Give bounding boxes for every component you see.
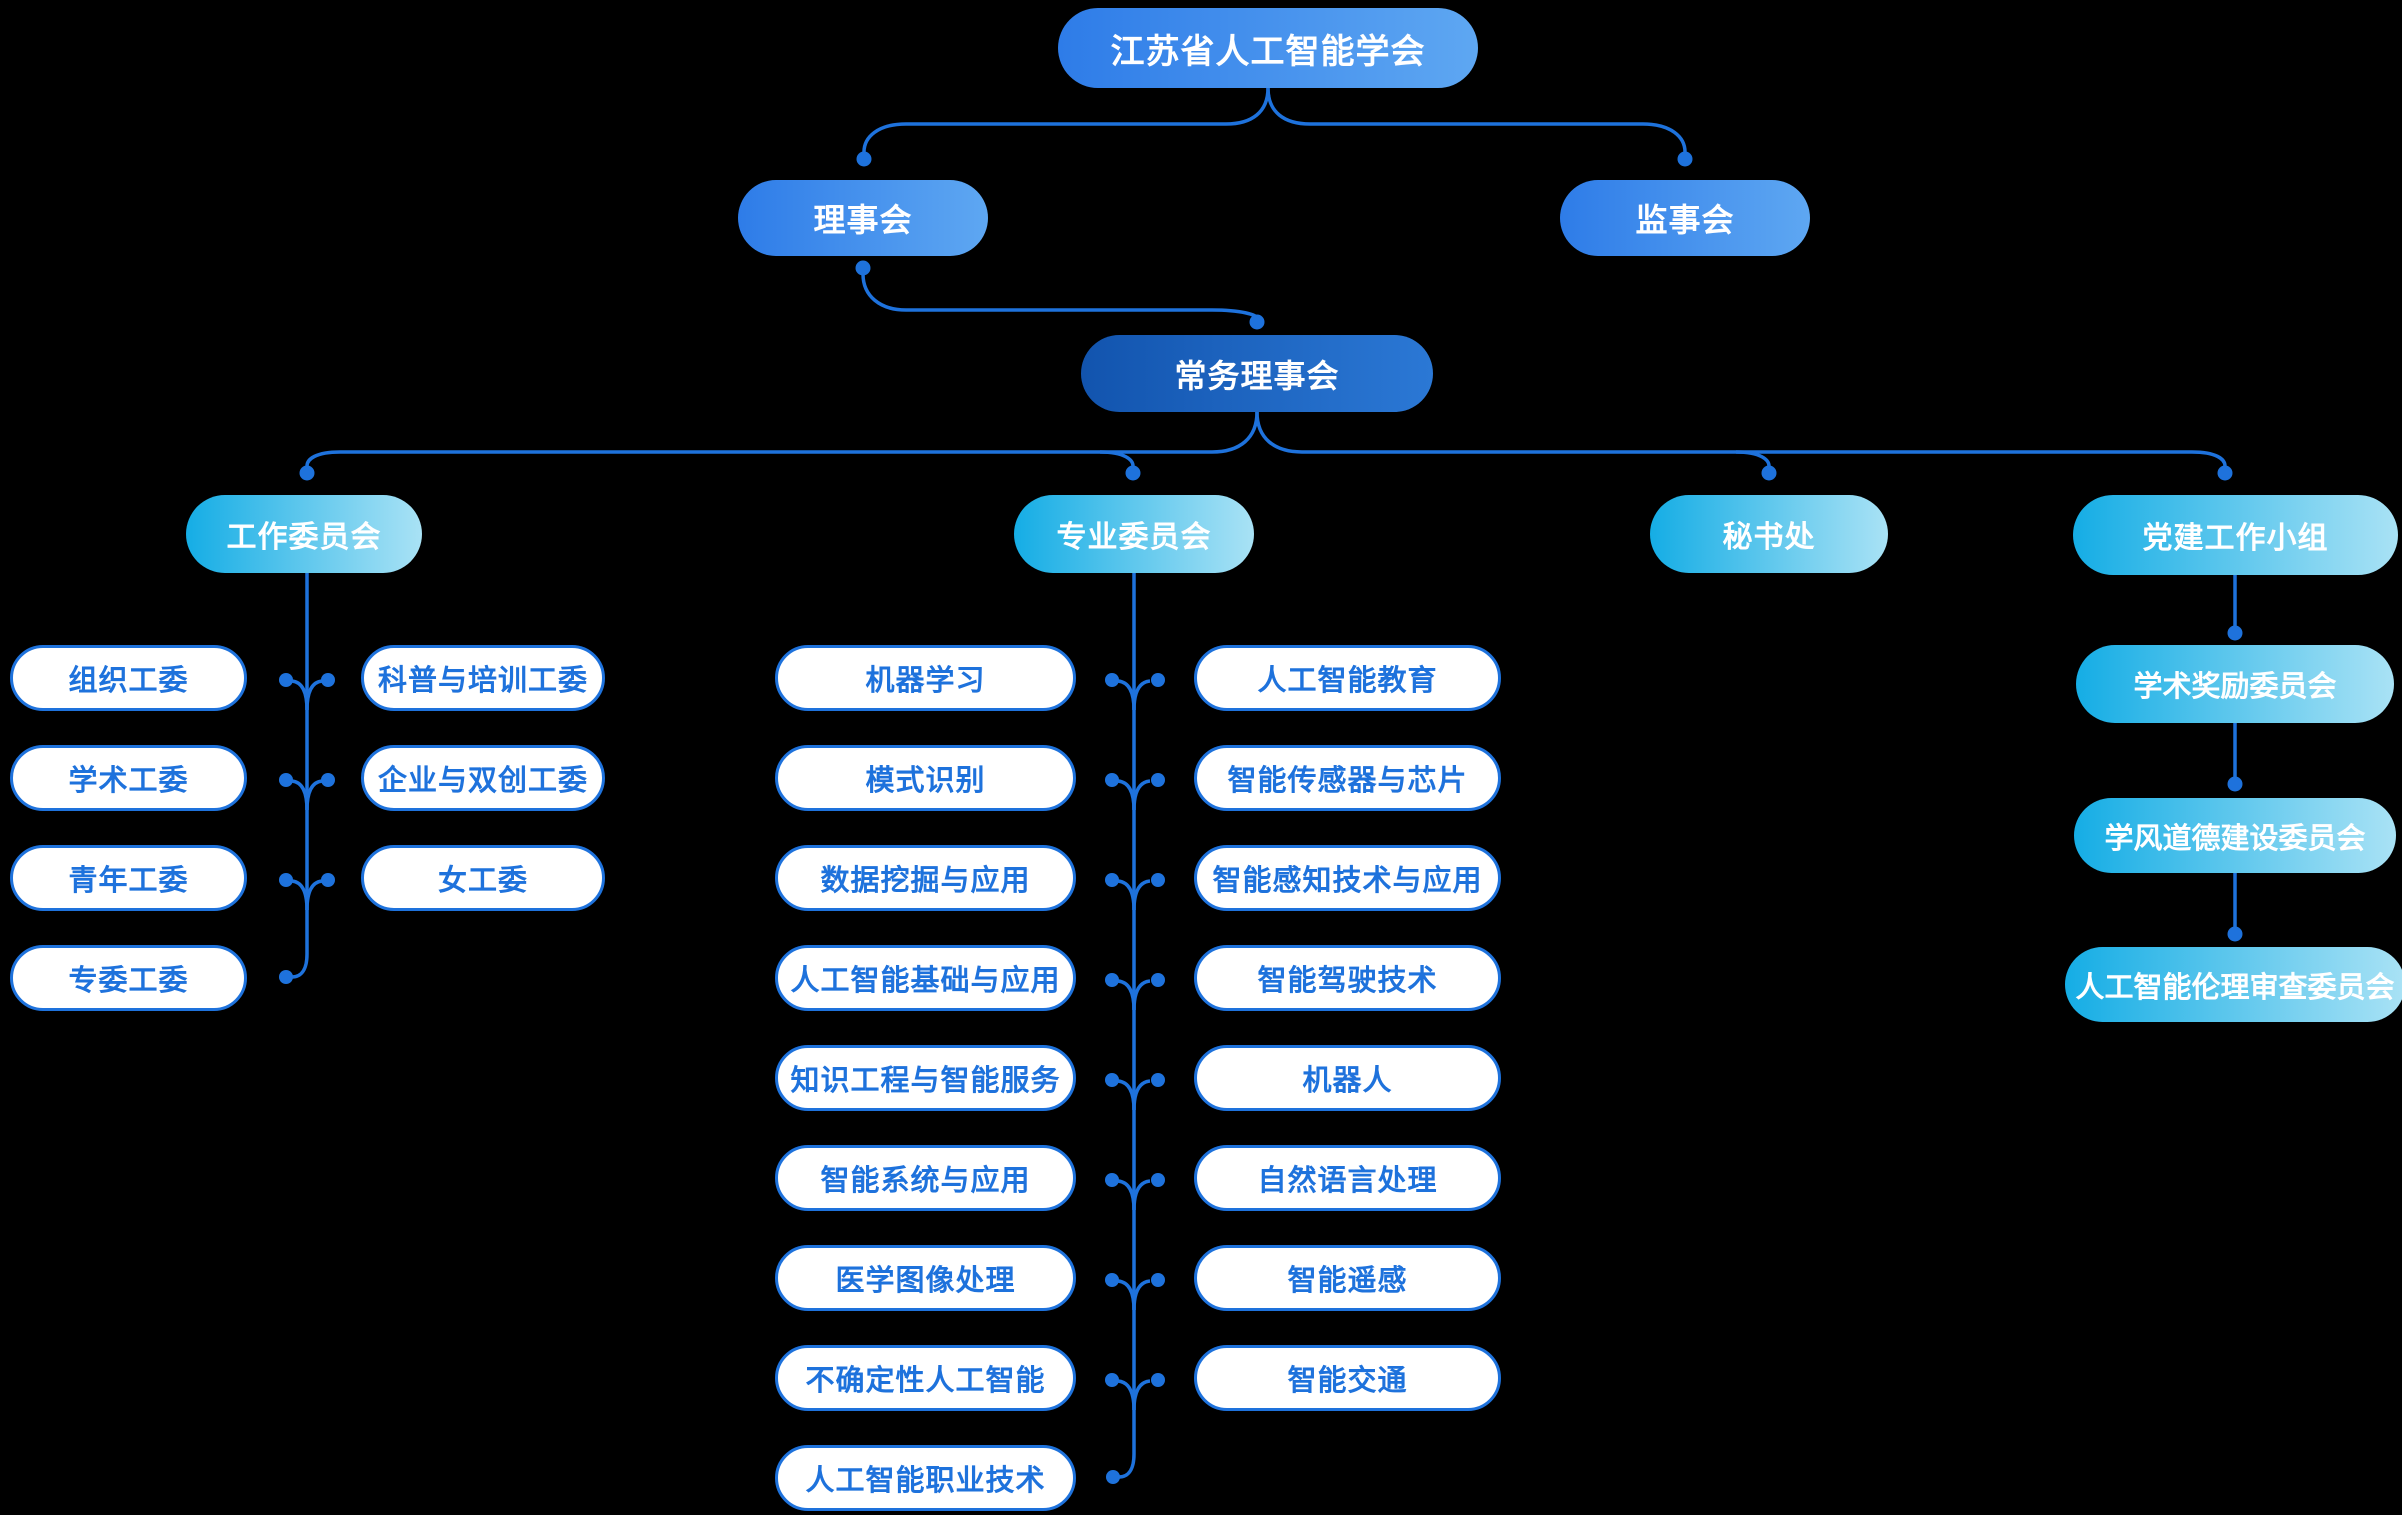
committee-node: 青年工委: [10, 845, 247, 911]
committee-node: 智能交通: [1194, 1345, 1501, 1411]
chain-node-academic-ethics-committee: 学风道德建设委员会: [2074, 798, 2396, 873]
node-label: 医学图像处理: [835, 1265, 1016, 1297]
committee-node: 智能系统与应用: [775, 1145, 1076, 1211]
committee-node: 学术工委: [10, 745, 247, 811]
node-label: 模式识别: [865, 765, 986, 797]
node-label: 监事会: [1635, 202, 1735, 238]
node-label: 人工智能职业技术: [805, 1465, 1046, 1497]
node-label: 秘书处: [1722, 521, 1816, 554]
committee-node: 人工智能教育: [1194, 645, 1501, 711]
connector-directors-to-standing: [855, 260, 1265, 330]
node-board-of-directors: 理事会: [738, 180, 988, 256]
committee-node: 人工智能基础与应用: [775, 945, 1076, 1011]
chain-node-academic-awards-committee: 学术奖励委员会: [2076, 645, 2394, 723]
node-label: 智能传感器与芯片: [1227, 765, 1468, 797]
node-party-building-group: 党建工作小组: [2073, 495, 2398, 575]
node-jsai-root: 江苏省人工智能学会: [1058, 8, 1478, 88]
node-label: 人工智能伦理审查委员会: [2075, 971, 2395, 1004]
connector-party-building-chain: [2227, 575, 2243, 942]
committee-node: 专委工委: [10, 945, 247, 1011]
node-label: 智能感知技术与应用: [1212, 865, 1483, 897]
node-label: 工作委员会: [226, 521, 382, 554]
committee-node: 自然语言处理: [1194, 1145, 1501, 1211]
committee-node: 科普与培训工委: [361, 645, 605, 711]
committee-node: 智能感知技术与应用: [1194, 845, 1501, 911]
connector-standing-fork: [299, 411, 2233, 481]
node-label: 组织工委: [68, 665, 189, 697]
node-professional-committees: 专业委员会: [1014, 495, 1254, 573]
node-label: 科普与培训工委: [377, 665, 588, 697]
node-label: 专委工委: [68, 965, 189, 997]
committee-node: 组织工委: [10, 645, 247, 711]
node-label: 人工智能教育: [1257, 665, 1438, 697]
node-standing-council: 常务理事会: [1081, 335, 1433, 412]
chain-node-ai-ethics-review-committee: 人工智能伦理审查委员会: [2065, 947, 2402, 1022]
node-label: 自然语言处理: [1257, 1165, 1438, 1197]
node-label: 理事会: [813, 202, 913, 238]
node-label: 女工委: [437, 865, 528, 897]
connector-working-committees-trunk: [279, 573, 335, 984]
committee-node: 模式识别: [775, 745, 1076, 811]
node-label: 不确定性人工智能: [805, 1365, 1046, 1397]
node-label: 学术奖励委员会: [2133, 671, 2337, 703]
node-label: 机器学习: [865, 665, 986, 697]
node-label: 党建工作小组: [2142, 522, 2329, 555]
node-label: 人工智能基础与应用: [790, 965, 1061, 997]
connector-professional-committees-trunk: [1105, 573, 1165, 1484]
connector-root-fork: [856, 87, 1693, 167]
committee-node: 智能驾驶技术: [1194, 945, 1501, 1011]
node-label: 常务理事会: [1174, 357, 1340, 394]
node-secretariat: 秘书处: [1650, 495, 1888, 573]
node-label: 江苏省人工智能学会: [1110, 32, 1426, 71]
node-label: 智能驾驶技术: [1257, 965, 1438, 997]
node-label: 智能系统与应用: [820, 1165, 1031, 1197]
committee-node: 不确定性人工智能: [775, 1345, 1076, 1411]
committee-node: 智能传感器与芯片: [1194, 745, 1501, 811]
committee-node: 知识工程与智能服务: [775, 1045, 1076, 1111]
committee-node: 智能遥感: [1194, 1245, 1501, 1311]
node-label: 专业委员会: [1056, 521, 1212, 554]
node-label: 智能遥感: [1287, 1265, 1408, 1297]
committee-node: 人工智能职业技术: [775, 1445, 1076, 1511]
node-label: 学术工委: [68, 765, 189, 797]
committee-node: 机器人: [1194, 1045, 1501, 1111]
node-label: 企业与双创工委: [377, 765, 588, 797]
node-label: 学风道德建设委员会: [2104, 822, 2366, 855]
committee-node: 女工委: [361, 845, 605, 911]
node-label: 青年工委: [68, 865, 189, 897]
node-label: 数据挖掘与应用: [820, 865, 1031, 897]
committee-node: 机器学习: [775, 645, 1076, 711]
node-board-of-supervisors: 监事会: [1560, 180, 1810, 256]
node-label: 知识工程与智能服务: [790, 1065, 1061, 1097]
node-label: 机器人: [1302, 1065, 1393, 1097]
committee-node: 企业与双创工委: [361, 745, 605, 811]
committee-node: 医学图像处理: [775, 1245, 1076, 1311]
committee-node: 数据挖掘与应用: [775, 845, 1076, 911]
node-working-committees: 工作委员会: [186, 495, 422, 573]
node-label: 智能交通: [1287, 1365, 1408, 1397]
